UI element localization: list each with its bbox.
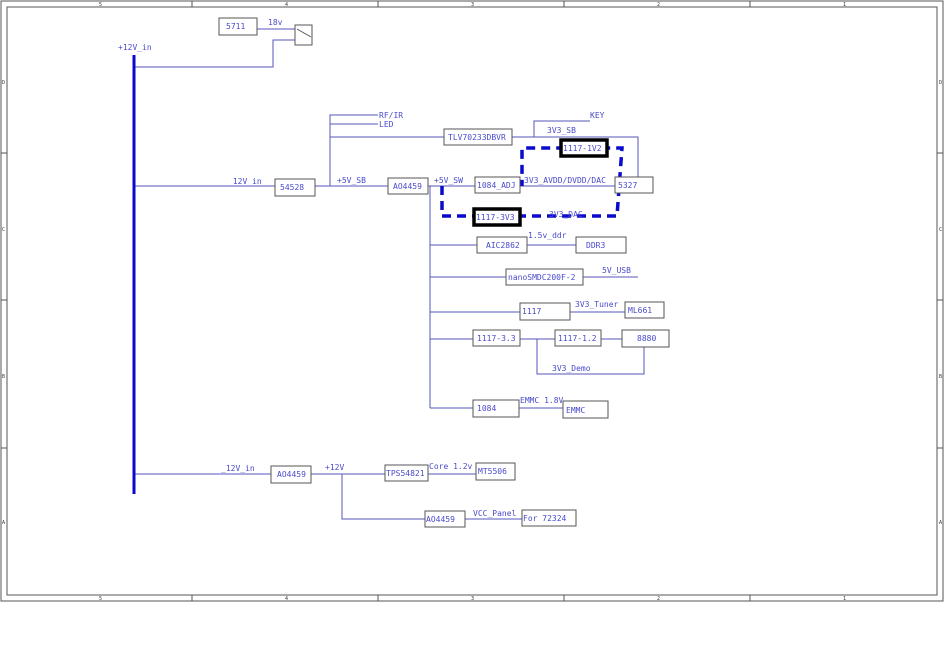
block-8880-label: 8880 bbox=[637, 334, 656, 343]
block-nanosmdc200f-label: nanoSMDC200F-2 bbox=[508, 273, 576, 282]
net-18v: 18v bbox=[268, 18, 283, 27]
col-label: 1 bbox=[843, 596, 846, 602]
block-emmc bbox=[562, 400, 609, 419]
block-1117-3v3-label: 1117-3V3 bbox=[476, 213, 515, 222]
block-5327 bbox=[614, 176, 654, 194]
block-mt5506 bbox=[475, 462, 516, 481]
block-ao4459-panel bbox=[424, 510, 466, 528]
col-label: 2 bbox=[657, 2, 660, 8]
outer-frame bbox=[0, 0, 944, 602]
block-1117-1-2-label: 1117-1.2 bbox=[558, 334, 597, 343]
block-1084-adj bbox=[474, 176, 521, 194]
block-ml661-label: ML661 bbox=[628, 306, 652, 315]
block-emmc-label: EMMC bbox=[566, 406, 585, 415]
block-ao4459-bottom bbox=[270, 465, 312, 484]
net-12v-in: +12V_in bbox=[118, 43, 152, 52]
block-54528 bbox=[274, 178, 316, 197]
net-key: KEY bbox=[590, 111, 605, 120]
row-label: C bbox=[2, 227, 5, 233]
net-emmc-1-8v: EMMC 1.8V bbox=[520, 396, 564, 405]
net-12v: +12V bbox=[325, 463, 344, 472]
row-label: D bbox=[2, 80, 5, 86]
net-3v3-demo: 3V3_Demo bbox=[552, 364, 591, 373]
block-tlv70233 bbox=[443, 128, 513, 146]
row-label: B bbox=[2, 374, 5, 380]
net-12v-in: _12V_in bbox=[221, 464, 255, 473]
net-core-1-2v: Core 1.2v bbox=[429, 462, 473, 471]
col-label: 2 bbox=[657, 596, 660, 602]
block-1117-1v2-label: 1117-1V2 bbox=[563, 144, 602, 153]
block-aic2862-label: AIC2862 bbox=[486, 241, 520, 250]
net-5v-sb: +5V_SB bbox=[337, 176, 366, 185]
block-1117-3-3-label: 1117-3.3 bbox=[477, 334, 516, 343]
block-ao4459-bottom-label: AO4459 bbox=[277, 470, 306, 479]
switch-symbol bbox=[294, 24, 313, 46]
block-aic2862 bbox=[476, 236, 528, 254]
col-label: 3 bbox=[471, 596, 474, 602]
block-1084 bbox=[472, 399, 520, 418]
net-3v3-avdd: 3V3_AVDD/DVDD/DAC bbox=[524, 176, 606, 185]
row-label: B bbox=[939, 374, 942, 380]
block-1117 bbox=[519, 302, 571, 321]
net-3v3-sb: 3V3_SB bbox=[547, 126, 576, 135]
block-1084-label: 1084 bbox=[477, 404, 496, 413]
block-8880 bbox=[621, 329, 670, 348]
net-rf-ir: RF/IR bbox=[379, 111, 403, 120]
block-tps54821-label: TPS54821 bbox=[386, 469, 425, 478]
row-label: D bbox=[939, 80, 942, 86]
block-ao4459-panel-label: AO4459 bbox=[426, 515, 455, 524]
net-1-5v-ddr: 1.5v_ddr bbox=[528, 231, 567, 240]
row-label: C bbox=[939, 227, 942, 233]
block-ddr3 bbox=[575, 236, 627, 254]
net-led: LED bbox=[379, 120, 394, 129]
inner-frame bbox=[6, 6, 938, 596]
block-ao4459 bbox=[387, 177, 429, 195]
net-3v3-tuner: 3V3_Tuner bbox=[575, 300, 619, 309]
block-for-72324-label: For 72324 bbox=[523, 514, 567, 523]
net-vcc-panel: VCC_Panel bbox=[473, 509, 517, 518]
block-1117-3-3 bbox=[472, 329, 521, 347]
block-54528-label: 54528 bbox=[280, 183, 304, 192]
col-label: 1 bbox=[843, 2, 846, 8]
block-1084-adj-label: 1084_ADJ bbox=[477, 181, 516, 190]
wires bbox=[134, 28, 645, 520]
block-tlv70233-label: TLV70233DBVR bbox=[448, 133, 506, 142]
block-1117-1-2 bbox=[554, 329, 602, 347]
block-1117-3v3 bbox=[472, 207, 522, 227]
net-12v-in: _12V_in bbox=[228, 177, 262, 186]
net-5v-usb: 5V_USB bbox=[602, 266, 631, 275]
block-5711 bbox=[218, 17, 258, 36]
col-label: 3 bbox=[471, 2, 474, 8]
block-ddr3-label: DDR3 bbox=[586, 241, 605, 250]
net-5v-sw: +5V_SW bbox=[434, 176, 463, 185]
block-mt5506-label: MT5506 bbox=[478, 467, 507, 476]
col-label: 4 bbox=[285, 596, 288, 602]
highlight-dashed-region bbox=[440, 146, 624, 218]
col-label: 5 bbox=[99, 2, 102, 8]
block-5327-label: 5327 bbox=[618, 181, 637, 190]
block-1117-label: 1117 bbox=[522, 307, 541, 316]
col-label: 5 bbox=[99, 596, 102, 602]
block-1117-1v2 bbox=[559, 138, 609, 158]
block-ml661 bbox=[624, 301, 665, 319]
net-3v3-dac: 3V3_DAC bbox=[549, 210, 583, 219]
block-nanosmdc200f bbox=[505, 268, 584, 286]
block-5711-label: 5711 bbox=[226, 22, 245, 31]
col-label: 4 bbox=[285, 2, 288, 8]
block-tps54821 bbox=[384, 464, 429, 482]
row-label: A bbox=[2, 520, 5, 526]
block-ao4459-label: AO4459 bbox=[393, 182, 422, 191]
frame-dividers bbox=[1, 1, 943, 601]
block-for-72324 bbox=[521, 509, 577, 527]
row-label: A bbox=[939, 520, 942, 526]
